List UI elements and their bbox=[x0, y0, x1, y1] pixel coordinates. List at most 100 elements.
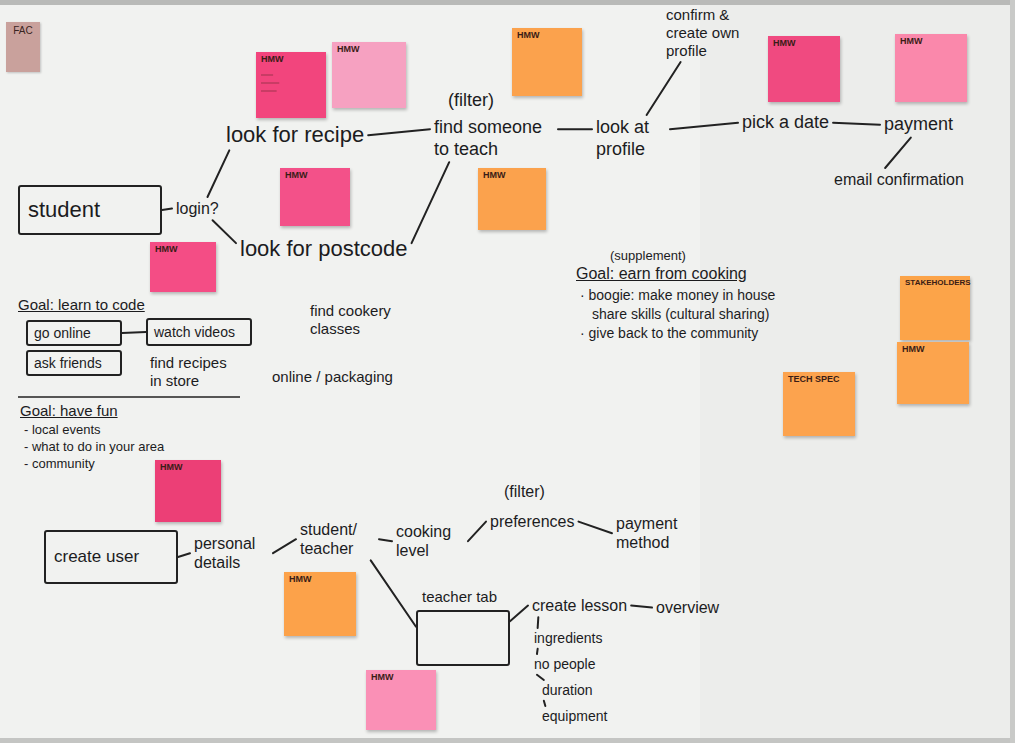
sticky-text: HMW bbox=[773, 39, 835, 49]
connector-line bbox=[213, 220, 236, 243]
sticky-text: HMW bbox=[371, 673, 431, 683]
note-text: - local events bbox=[24, 422, 101, 438]
note-text: (supplement) bbox=[610, 248, 686, 264]
connector-line bbox=[558, 128, 592, 130]
sticky-text: HMW bbox=[483, 171, 541, 181]
sticky-scribble bbox=[902, 362, 974, 424]
sticky-text: HMW bbox=[902, 345, 964, 355]
connector-line bbox=[368, 129, 430, 135]
node-text: look for recipe bbox=[226, 122, 364, 148]
sticky-scribble bbox=[371, 690, 441, 743]
connector-line bbox=[537, 675, 544, 680]
connector-line bbox=[833, 123, 880, 125]
node-text: go online bbox=[34, 325, 114, 342]
sticky-scribble bbox=[337, 62, 411, 128]
step-text: ingredients bbox=[530, 628, 607, 649]
step-text: pick a date bbox=[738, 110, 833, 136]
step-text: login? bbox=[172, 197, 223, 220]
sticky-scribble bbox=[900, 54, 1008, 122]
sticky-note: HMW bbox=[155, 460, 221, 522]
node-text: watch videos bbox=[154, 324, 244, 341]
node-text: email confirmation bbox=[834, 170, 964, 189]
sticky-note: HMW bbox=[897, 342, 969, 404]
connector-line bbox=[670, 123, 738, 129]
connector-line bbox=[631, 606, 652, 608]
sticky-note: HMW bbox=[332, 42, 406, 108]
node-text: look for postcode bbox=[240, 236, 408, 262]
step-text: email confirmation bbox=[830, 168, 968, 191]
sticky-text: HMW bbox=[517, 31, 577, 41]
sticky-note: HMW bbox=[512, 28, 582, 96]
step-text: personal details bbox=[190, 532, 273, 574]
note-text: share skills (cultural sharing) bbox=[592, 306, 769, 323]
connector-line bbox=[412, 162, 450, 243]
step-text: find someone to teach bbox=[430, 115, 558, 162]
board-frame bbox=[0, 738, 1015, 743]
note-text: - what to do in your area bbox=[24, 439, 164, 455]
sticky-note: HMW bbox=[284, 572, 356, 636]
divider-line bbox=[18, 396, 240, 398]
node-text: equipment bbox=[542, 708, 607, 725]
actor-box: student bbox=[18, 185, 162, 235]
connector-line bbox=[468, 522, 486, 542]
node-text: look at profile bbox=[596, 117, 666, 160]
node-text: payment bbox=[884, 114, 953, 136]
connector-line bbox=[537, 617, 540, 628]
step-text: equipment bbox=[538, 706, 611, 727]
connector-line bbox=[885, 138, 911, 168]
connector-line bbox=[579, 522, 613, 534]
node-text: duration bbox=[542, 682, 593, 699]
note-text: (filter) bbox=[448, 90, 494, 112]
node-text: overview bbox=[656, 598, 719, 617]
node-text: create lesson bbox=[532, 596, 627, 615]
connector-line bbox=[647, 62, 681, 115]
note-text: · boogie: make money in house bbox=[580, 287, 775, 304]
node-text: student/ teacher bbox=[300, 520, 375, 558]
board-shade bbox=[700, 0, 1015, 743]
step-text: create lesson bbox=[528, 594, 631, 617]
node-text: personal details bbox=[194, 534, 269, 572]
node-text: teacher tab bbox=[422, 588, 497, 606]
note-text: find cookery classes bbox=[310, 302, 410, 338]
actor-box: create user bbox=[44, 530, 178, 584]
connector-line bbox=[178, 553, 190, 557]
board-frame bbox=[0, 0, 1015, 5]
step-text: student/ teacher bbox=[296, 518, 379, 560]
sticky-note: STAKEHOLDERS bbox=[900, 276, 970, 340]
sticky-scribble bbox=[517, 48, 587, 116]
node-text: create user bbox=[54, 547, 168, 567]
node-text: ask friends bbox=[34, 355, 114, 372]
node-text: preferences bbox=[490, 512, 575, 531]
sticky-note: HMW bbox=[768, 36, 840, 102]
sticky-text: HMW bbox=[900, 37, 962, 47]
sticky-text: HMW bbox=[261, 55, 321, 65]
connector-line bbox=[122, 332, 146, 333]
sticky-text: HMW bbox=[285, 171, 345, 181]
sticky-text: HMW bbox=[289, 575, 351, 585]
step-text: cooking level bbox=[392, 520, 468, 562]
sticky-text: HMW bbox=[337, 45, 401, 55]
sticky-scribble bbox=[160, 480, 226, 542]
sticky-scribble bbox=[788, 392, 860, 456]
sticky-note: HMW bbox=[895, 34, 967, 102]
note-text: online / packaging bbox=[272, 368, 393, 386]
node-text: ingredients bbox=[534, 630, 603, 647]
sticky-note: HMW bbox=[478, 168, 546, 230]
option-box: go online bbox=[26, 320, 122, 346]
step-text: confirm & create own profile bbox=[662, 4, 755, 62]
sticky-note: HMW bbox=[150, 242, 216, 292]
connector-line bbox=[371, 560, 416, 626]
board-frame bbox=[1010, 0, 1015, 743]
connector-line bbox=[162, 209, 172, 210]
connector-line bbox=[544, 701, 545, 706]
option-box: watch videos bbox=[146, 318, 252, 346]
node-text: cooking level bbox=[396, 522, 464, 560]
step-text: duration bbox=[538, 680, 597, 701]
sticky-scribble bbox=[483, 188, 556, 250]
scribble-line bbox=[261, 75, 273, 76]
sticky-text: HMW bbox=[160, 463, 216, 473]
node-text: student bbox=[28, 197, 152, 223]
note-text: (filter) bbox=[504, 482, 545, 501]
